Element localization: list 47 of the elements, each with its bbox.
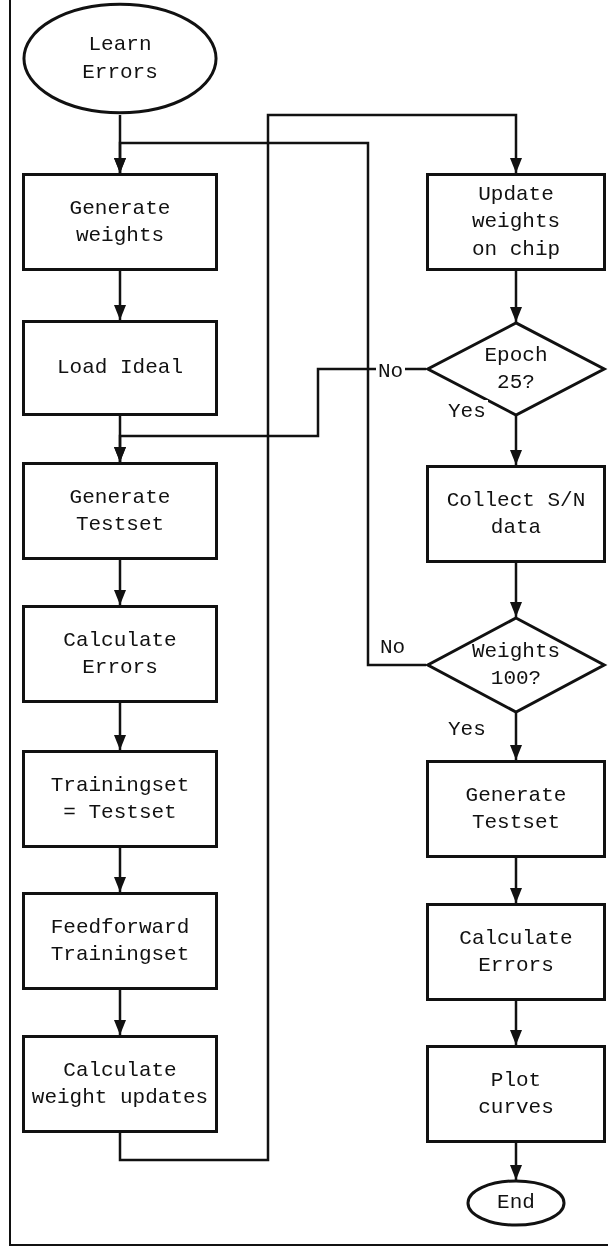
terminal-ellipse (467, 1180, 565, 1226)
arrow (510, 858, 522, 903)
arrow (510, 1001, 522, 1045)
arrow (114, 367, 426, 462)
node-label: Trainingset = Testset (49, 772, 191, 826)
arrow (510, 416, 522, 465)
process-box (426, 173, 606, 271)
node-label: Learn Errors (81, 32, 159, 86)
arrow (510, 563, 522, 617)
process-box (22, 320, 218, 416)
arrow (510, 1143, 522, 1180)
node-label: Weights 100? (470, 638, 562, 692)
arrow (114, 271, 126, 320)
process-box (426, 760, 606, 858)
node-label: Plot curves (477, 1067, 555, 1121)
arrow (114, 990, 126, 1035)
process-box (426, 903, 606, 1001)
node-label: Load Ideal (56, 355, 184, 382)
process-box (22, 462, 218, 560)
node-label: Collect S/N data (445, 487, 587, 541)
terminal-ellipse (22, 2, 218, 115)
node-label: Calculate Errors (62, 627, 178, 681)
node-label: Generate Testset (68, 484, 172, 538)
node-label: End (496, 1190, 536, 1217)
node-label: Epoch 25? (483, 342, 549, 396)
process-box (22, 605, 218, 703)
decision-diamond (426, 617, 606, 713)
arrow (510, 713, 522, 760)
process-box (426, 1045, 606, 1143)
process-box (22, 1035, 218, 1133)
node-label: Generate weights (68, 195, 172, 249)
node-label: Generate Testset (464, 782, 568, 836)
node-label: Calculate Errors (458, 925, 574, 979)
process-box (22, 892, 218, 990)
process-box (22, 750, 218, 848)
arrow (114, 848, 126, 892)
node-label: Calculate weight updates (30, 1057, 210, 1111)
node-label: Feedforward Trainingset (49, 914, 191, 968)
arrow (510, 271, 522, 322)
process-box (426, 465, 606, 563)
arrow (114, 141, 426, 667)
node-label: Update weights on chip (470, 182, 562, 263)
arrow (118, 113, 522, 1162)
arrow (114, 703, 126, 750)
decision-diamond (426, 322, 606, 416)
process-box (22, 173, 218, 271)
arrow (114, 560, 126, 605)
